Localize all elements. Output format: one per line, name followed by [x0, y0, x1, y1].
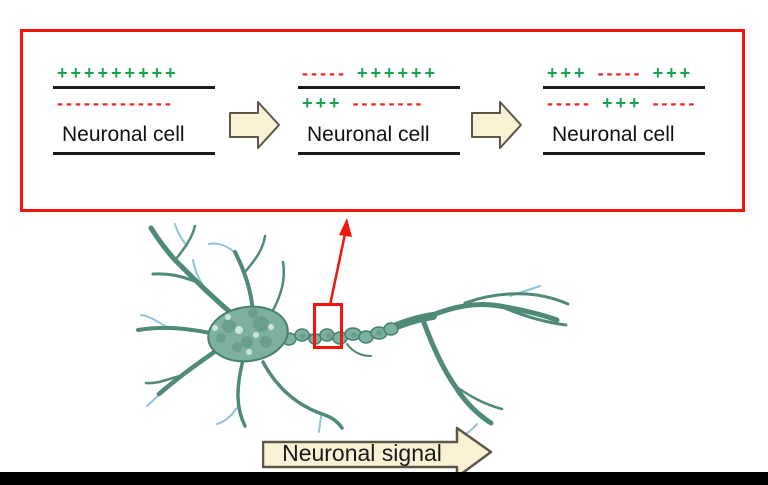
axon-highlight-box: [313, 303, 343, 349]
neuronal-cell-label: Neuronal cell: [62, 123, 185, 146]
charge-segment-positive: +++: [302, 93, 343, 113]
charge-segment-positive: +++: [602, 93, 643, 113]
neuron-illustration: [136, 223, 570, 437]
cell-bottom-line: [53, 152, 215, 155]
membrane-panel-resting: +++++++++ ------------- Neuronal cell: [53, 62, 215, 155]
step-arrow-icon: [471, 101, 522, 149]
charge-segment-negative: -----: [547, 93, 592, 113]
bottom-black-bar: [0, 472, 768, 485]
charge-segment-negative: -----: [652, 93, 698, 113]
neuron-soma: [207, 305, 289, 363]
charge-segment-positive: ++++++: [357, 63, 439, 83]
cell-bottom-line: [298, 152, 460, 155]
zoom-callout-arrow: [328, 218, 352, 306]
neuronal-cell-label: Neuronal cell: [552, 123, 675, 146]
charge-segment-positive: +++++++++: [57, 63, 179, 83]
charge-segment-negative: --------: [352, 93, 425, 113]
membrane-line: [53, 86, 215, 89]
membrane-panel-propagating: +++ ----- +++ ----- +++ ----- Neuronal c…: [543, 62, 705, 155]
charge-segment-positive: +++: [652, 63, 694, 83]
membrane-line: [298, 86, 460, 89]
charge-segment-negative: -----: [597, 63, 643, 83]
inner-charge-row: -------------: [53, 92, 215, 116]
outer-charge-row: ----- ++++++: [298, 62, 460, 86]
charge-segment-negative: -----: [302, 63, 347, 83]
cell-bottom-line: [543, 152, 705, 155]
inner-charge-row: +++ --------: [298, 92, 460, 116]
step-arrow-icon: [229, 101, 280, 149]
membrane-line: [543, 86, 705, 89]
neuronal-signal-label: Neuronal signal: [282, 440, 442, 466]
charge-segment-negative: -------------: [57, 93, 174, 113]
neuron-dendrites: [136, 224, 344, 430]
membrane-process-frame: +++++++++ ------------- Neuronal cell --…: [20, 29, 745, 212]
neuronal-cell-label: Neuronal cell: [307, 123, 430, 146]
outer-charge-row: +++ ----- +++: [543, 62, 705, 86]
neuronal-signal-arrow: Neuronal signal: [262, 426, 493, 479]
inner-charge-row: ----- +++ -----: [543, 92, 705, 116]
charge-segment-positive: +++: [547, 63, 588, 83]
outer-charge-row: +++++++++: [53, 62, 215, 86]
membrane-panel-depolarizing: ----- ++++++ +++ -------- Neuronal cell: [298, 62, 460, 155]
